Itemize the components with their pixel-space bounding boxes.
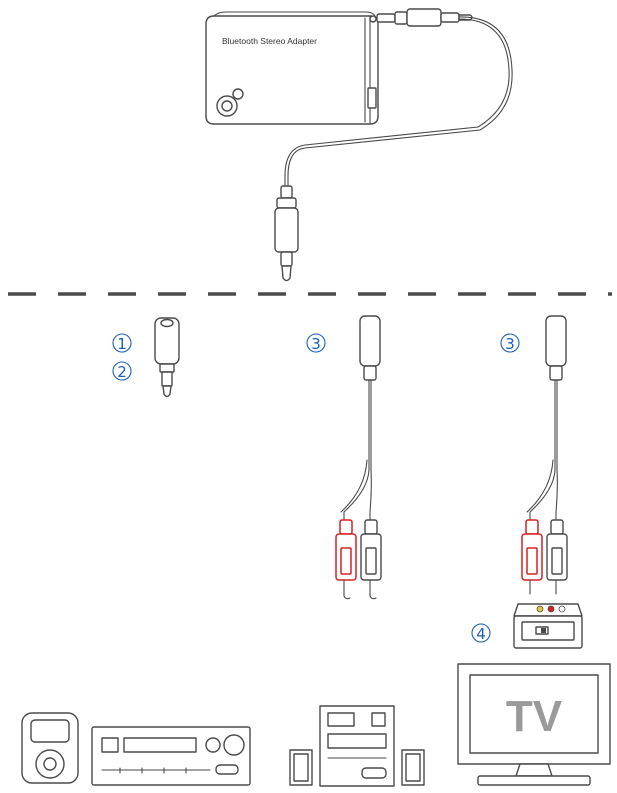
hifi-system-icon (289, 705, 425, 787)
mp3-player-icon (21, 712, 79, 784)
av-receiver-icon (91, 726, 251, 786)
bluetooth-adapter: Bluetooth Stereo Adapter (205, 11, 379, 125)
adapter-jack-plug (369, 8, 473, 27)
svg-text:4: 4 (476, 625, 486, 643)
svg-text:3: 3 (311, 335, 321, 353)
adapter-cable (287, 16, 513, 187)
callout-2: 2 (112, 361, 132, 381)
adapter-label: Bluetooth Stereo Adapter (222, 36, 317, 46)
y-cable-rca-left (335, 315, 382, 600)
svg-text:1: 1 (117, 335, 127, 353)
tv-label: TV (506, 692, 563, 741)
callout-4: 4 (471, 623, 491, 643)
power-button-icon (216, 88, 244, 117)
adapter-output-plug (274, 185, 299, 282)
svg-text:3: 3 (505, 335, 515, 353)
y-cable-rca-right (521, 315, 568, 595)
callout-3-left: 3 (306, 333, 326, 353)
scart-adapter (513, 603, 583, 649)
callout-1: 1 (112, 333, 132, 353)
callout-3-right: 3 (500, 333, 520, 353)
tv-icon: TV (457, 663, 611, 786)
jack-adapter-6-3mm (154, 317, 180, 398)
svg-text:2: 2 (117, 363, 127, 381)
